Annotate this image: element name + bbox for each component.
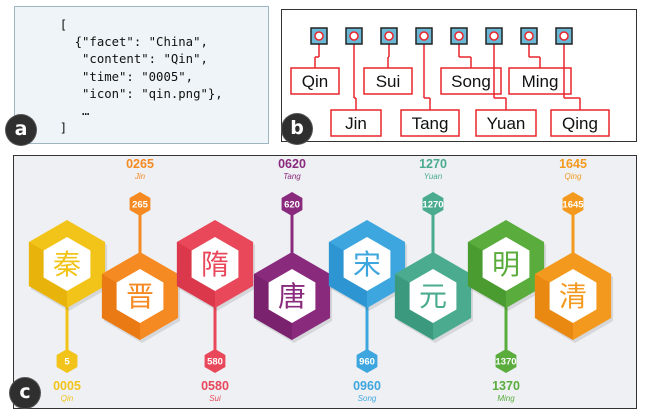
label-text: Qing <box>562 114 598 133</box>
tree-node-dot <box>384 31 394 41</box>
hexagon-inner <box>191 237 239 291</box>
label-text: Song <box>451 72 491 91</box>
year-tag <box>562 192 584 216</box>
code-line: … <box>45 104 90 119</box>
year-tag-text: 580 <box>207 357 223 368</box>
panel-a: [ {"facet": "China", "content": "Qin", "… <box>14 6 269 144</box>
code-line: ] <box>45 121 68 136</box>
year-label: 1645 <box>559 157 587 171</box>
hexagon-inner <box>343 237 391 291</box>
year-tag-text: 620 <box>284 200 300 211</box>
label-text: Sui <box>376 72 401 91</box>
label-box <box>400 109 460 137</box>
year-tag <box>56 349 78 373</box>
code-line: {"facet": "China", <box>45 35 208 50</box>
tree-node-dot <box>524 31 534 41</box>
year-tag-text: 1645 <box>562 200 584 211</box>
year-tag-text: 960 <box>359 357 375 368</box>
dynasty-name: Jin <box>134 172 146 181</box>
label-box <box>440 67 502 95</box>
year-tag <box>281 192 303 216</box>
dynasty-name: Song <box>358 394 377 403</box>
hexagon-inner <box>409 269 457 323</box>
dynasty-glyph: 唐 <box>278 280 306 313</box>
label-text: Ming <box>522 72 559 91</box>
hexagon-inner <box>482 237 530 291</box>
dynasty-glyph: 元 <box>419 280 447 313</box>
dynasty-glyph: 明 <box>492 248 520 281</box>
label-box <box>290 67 340 95</box>
label-text: Tang <box>412 114 449 133</box>
panel-c-badge: c <box>10 378 40 408</box>
dynasty-name: Sui <box>209 394 221 403</box>
label-text: Jin <box>345 114 367 133</box>
year-label: 0960 <box>353 379 381 393</box>
dynasty-glyph: 晋 <box>126 280 154 313</box>
tree-node-dot <box>559 31 569 41</box>
code-line: [ <box>45 18 68 32</box>
label-box <box>363 67 413 95</box>
hexagon-inner <box>268 269 316 323</box>
year-tag <box>422 192 444 216</box>
dynasty-name: Tang <box>283 172 301 181</box>
label-box <box>550 109 610 137</box>
code-line: "time": "0005", <box>45 69 194 84</box>
label-box <box>508 67 572 95</box>
label-text: Yuan <box>487 114 526 133</box>
hexagon-inner <box>549 269 597 323</box>
code-line: "icon": "qin.png"}, <box>45 86 223 101</box>
year-label: 0265 <box>126 157 154 171</box>
year-label: 1270 <box>419 157 447 171</box>
dynasty-glyph: 宋 <box>353 248 381 281</box>
year-tag-text: 5 <box>64 357 70 368</box>
year-tag <box>129 192 151 216</box>
label-text: Qin <box>302 72 328 91</box>
year-tag-text: 1270 <box>422 200 443 211</box>
year-tag <box>204 349 226 373</box>
year-label: 0620 <box>278 157 306 171</box>
tree-node-dot <box>314 31 324 41</box>
label-box <box>330 109 382 137</box>
dynasty-name: Qing <box>565 172 582 181</box>
hexagon-inner <box>116 269 164 323</box>
dynasty-name: Ming <box>497 394 515 403</box>
dynasty-glyph: 隋 <box>201 248 229 281</box>
tree-node-dot <box>454 31 464 41</box>
dynasty-name: Yuan <box>424 172 443 181</box>
year-tag <box>356 349 378 373</box>
label-box <box>475 109 537 137</box>
year-tag-text: 1370 <box>495 357 516 368</box>
year-tag-text: 265 <box>132 200 149 211</box>
tree-node-dot <box>489 31 499 41</box>
dynasty-glyph: 清 <box>559 280 587 313</box>
tree-node-dot <box>349 31 359 41</box>
year-label: 0580 <box>201 379 229 393</box>
hexagon-inner <box>43 237 91 291</box>
year-label: 0005 <box>53 379 81 393</box>
year-tag <box>495 349 517 373</box>
dynasty-name: Qin <box>61 394 74 403</box>
panel-a-badge: a <box>6 115 36 145</box>
json-code-block: [ {"facet": "China", "content": "Qin", "… <box>45 17 223 137</box>
code-line: "content": "Qin", <box>45 52 208 67</box>
year-label: 1370 <box>492 379 520 393</box>
panel-b-badge: b <box>282 114 312 144</box>
tree-node-dot <box>419 31 429 41</box>
dynasty-glyph: 秦 <box>53 248 81 281</box>
